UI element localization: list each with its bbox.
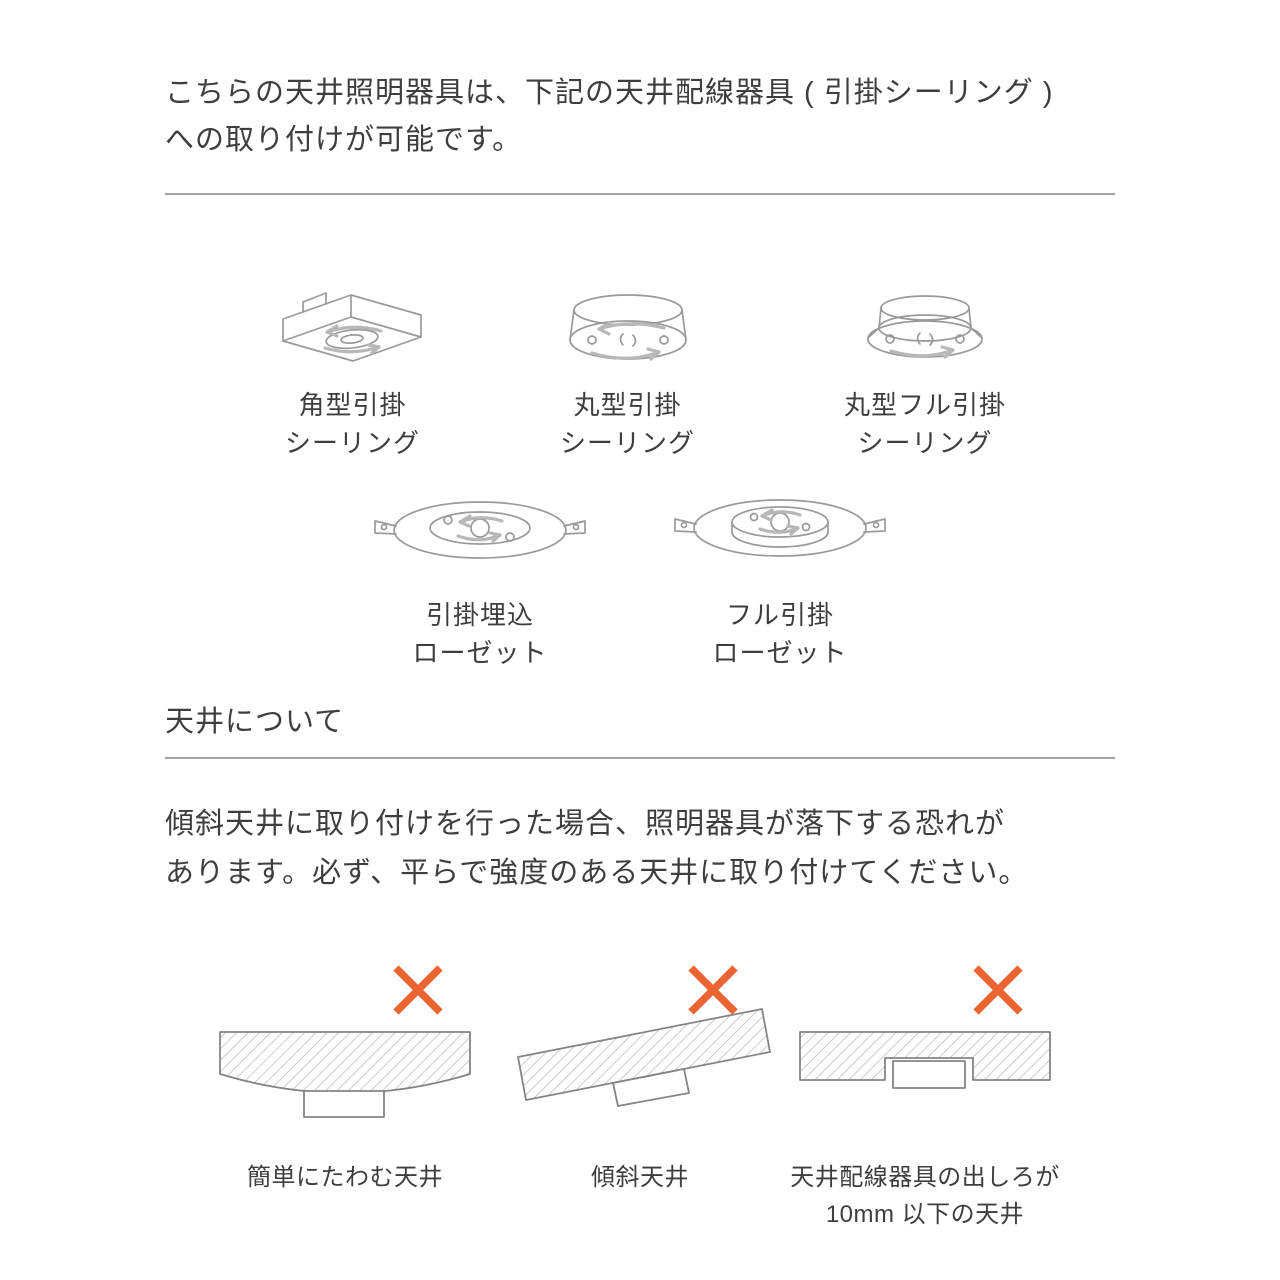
bad-ceiling-label: 傾斜天井 <box>591 1164 689 1191</box>
sloped-ceiling-icon <box>517 965 771 1107</box>
round-full-hook-ceiling-icon <box>867 295 983 359</box>
x-mark-icon <box>973 965 1023 1015</box>
divider-top <box>165 193 1115 195</box>
bad-ceiling-label: 10mm 以下の天井 <box>825 1201 1025 1228</box>
fixture-label: シーリング <box>284 428 420 458</box>
ceiling-slab <box>799 1031 1051 1081</box>
square-hook-ceiling-icon <box>281 292 422 362</box>
warning-line-2: あります。必ず、平らで強度のある天井に取り付けてください。 <box>165 857 1029 889</box>
fixture-body <box>303 1090 385 1118</box>
intro-line-1: こちらの天井照明器具は、下記の天井配線器具 ( 引掛シーリング ) <box>165 77 1054 109</box>
fixture-round-hook-ceiling: 丸型引掛 シーリング <box>520 258 735 462</box>
round-hook-ceiling-icon <box>568 294 687 361</box>
embedded-hook-rosette-icon <box>374 501 586 559</box>
x-mark-icon <box>688 965 738 1015</box>
ceiling-slab <box>517 1008 771 1101</box>
fixture-embedded-hook-rosette: 引掛埋込 ローゼット <box>355 468 605 672</box>
bad-ceiling-label: 天井配線器具の出しろが <box>790 1164 1060 1191</box>
fixture-label: 丸型引掛 <box>573 390 682 420</box>
fixture-body <box>892 1060 966 1089</box>
fixture-label: シーリング <box>559 428 695 458</box>
fixture-label: フル引掛 <box>725 600 834 630</box>
bad-ceiling-shallow-protrusion: 天井配線器具の出しろが 10mm 以下の天井 <box>775 962 1075 1233</box>
fixture-square-hook-ceiling: 角型引掛 シーリング <box>245 258 460 462</box>
sagging-ceiling-icon <box>219 965 471 1118</box>
shallow-protrusion-ceiling-icon <box>799 965 1051 1089</box>
full-hook-rosette-icon <box>674 499 886 557</box>
fixture-round-full-hook-ceiling: 丸型フル引掛 シーリング <box>810 258 1040 462</box>
warning-line-1: 傾斜天井に取り付けを行った場合、照明器具が落下する恐れが <box>165 808 1006 840</box>
fixture-label: ローゼット <box>412 638 548 668</box>
fixture-label: シーリング <box>857 428 993 458</box>
fixture-label: ローゼット <box>712 638 848 668</box>
fixture-body <box>612 1068 690 1107</box>
fixture-full-hook-rosette: フル引掛 ローゼット <box>650 468 910 672</box>
ceiling-section-heading: 天井について <box>165 706 345 738</box>
fixture-label: 引掛埋込 <box>425 600 534 630</box>
bad-ceiling-label: 簡単にたわむ天井 <box>247 1164 443 1191</box>
fixture-label: 角型引掛 <box>298 390 407 420</box>
divider-ceiling-section <box>165 757 1115 759</box>
intro-paragraph: こちらの天井照明器具は、下記の天井配線器具 ( 引掛シーリング ) への取り付け… <box>165 70 1054 164</box>
bad-ceiling-sloped: 傾斜天井 <box>495 962 785 1196</box>
ceiling-slab <box>219 1031 471 1094</box>
bad-ceiling-sagging: 簡単にたわむ天井 <box>200 962 490 1196</box>
ceiling-warning-paragraph: 傾斜天井に取り付けを行った場合、照明器具が落下する恐れが あります。必ず、平らで… <box>165 800 1028 898</box>
x-mark-icon <box>393 965 443 1015</box>
fixture-label: 丸型フル引掛 <box>843 390 1006 420</box>
intro-line-2: への取り付けが可能です。 <box>165 124 523 156</box>
